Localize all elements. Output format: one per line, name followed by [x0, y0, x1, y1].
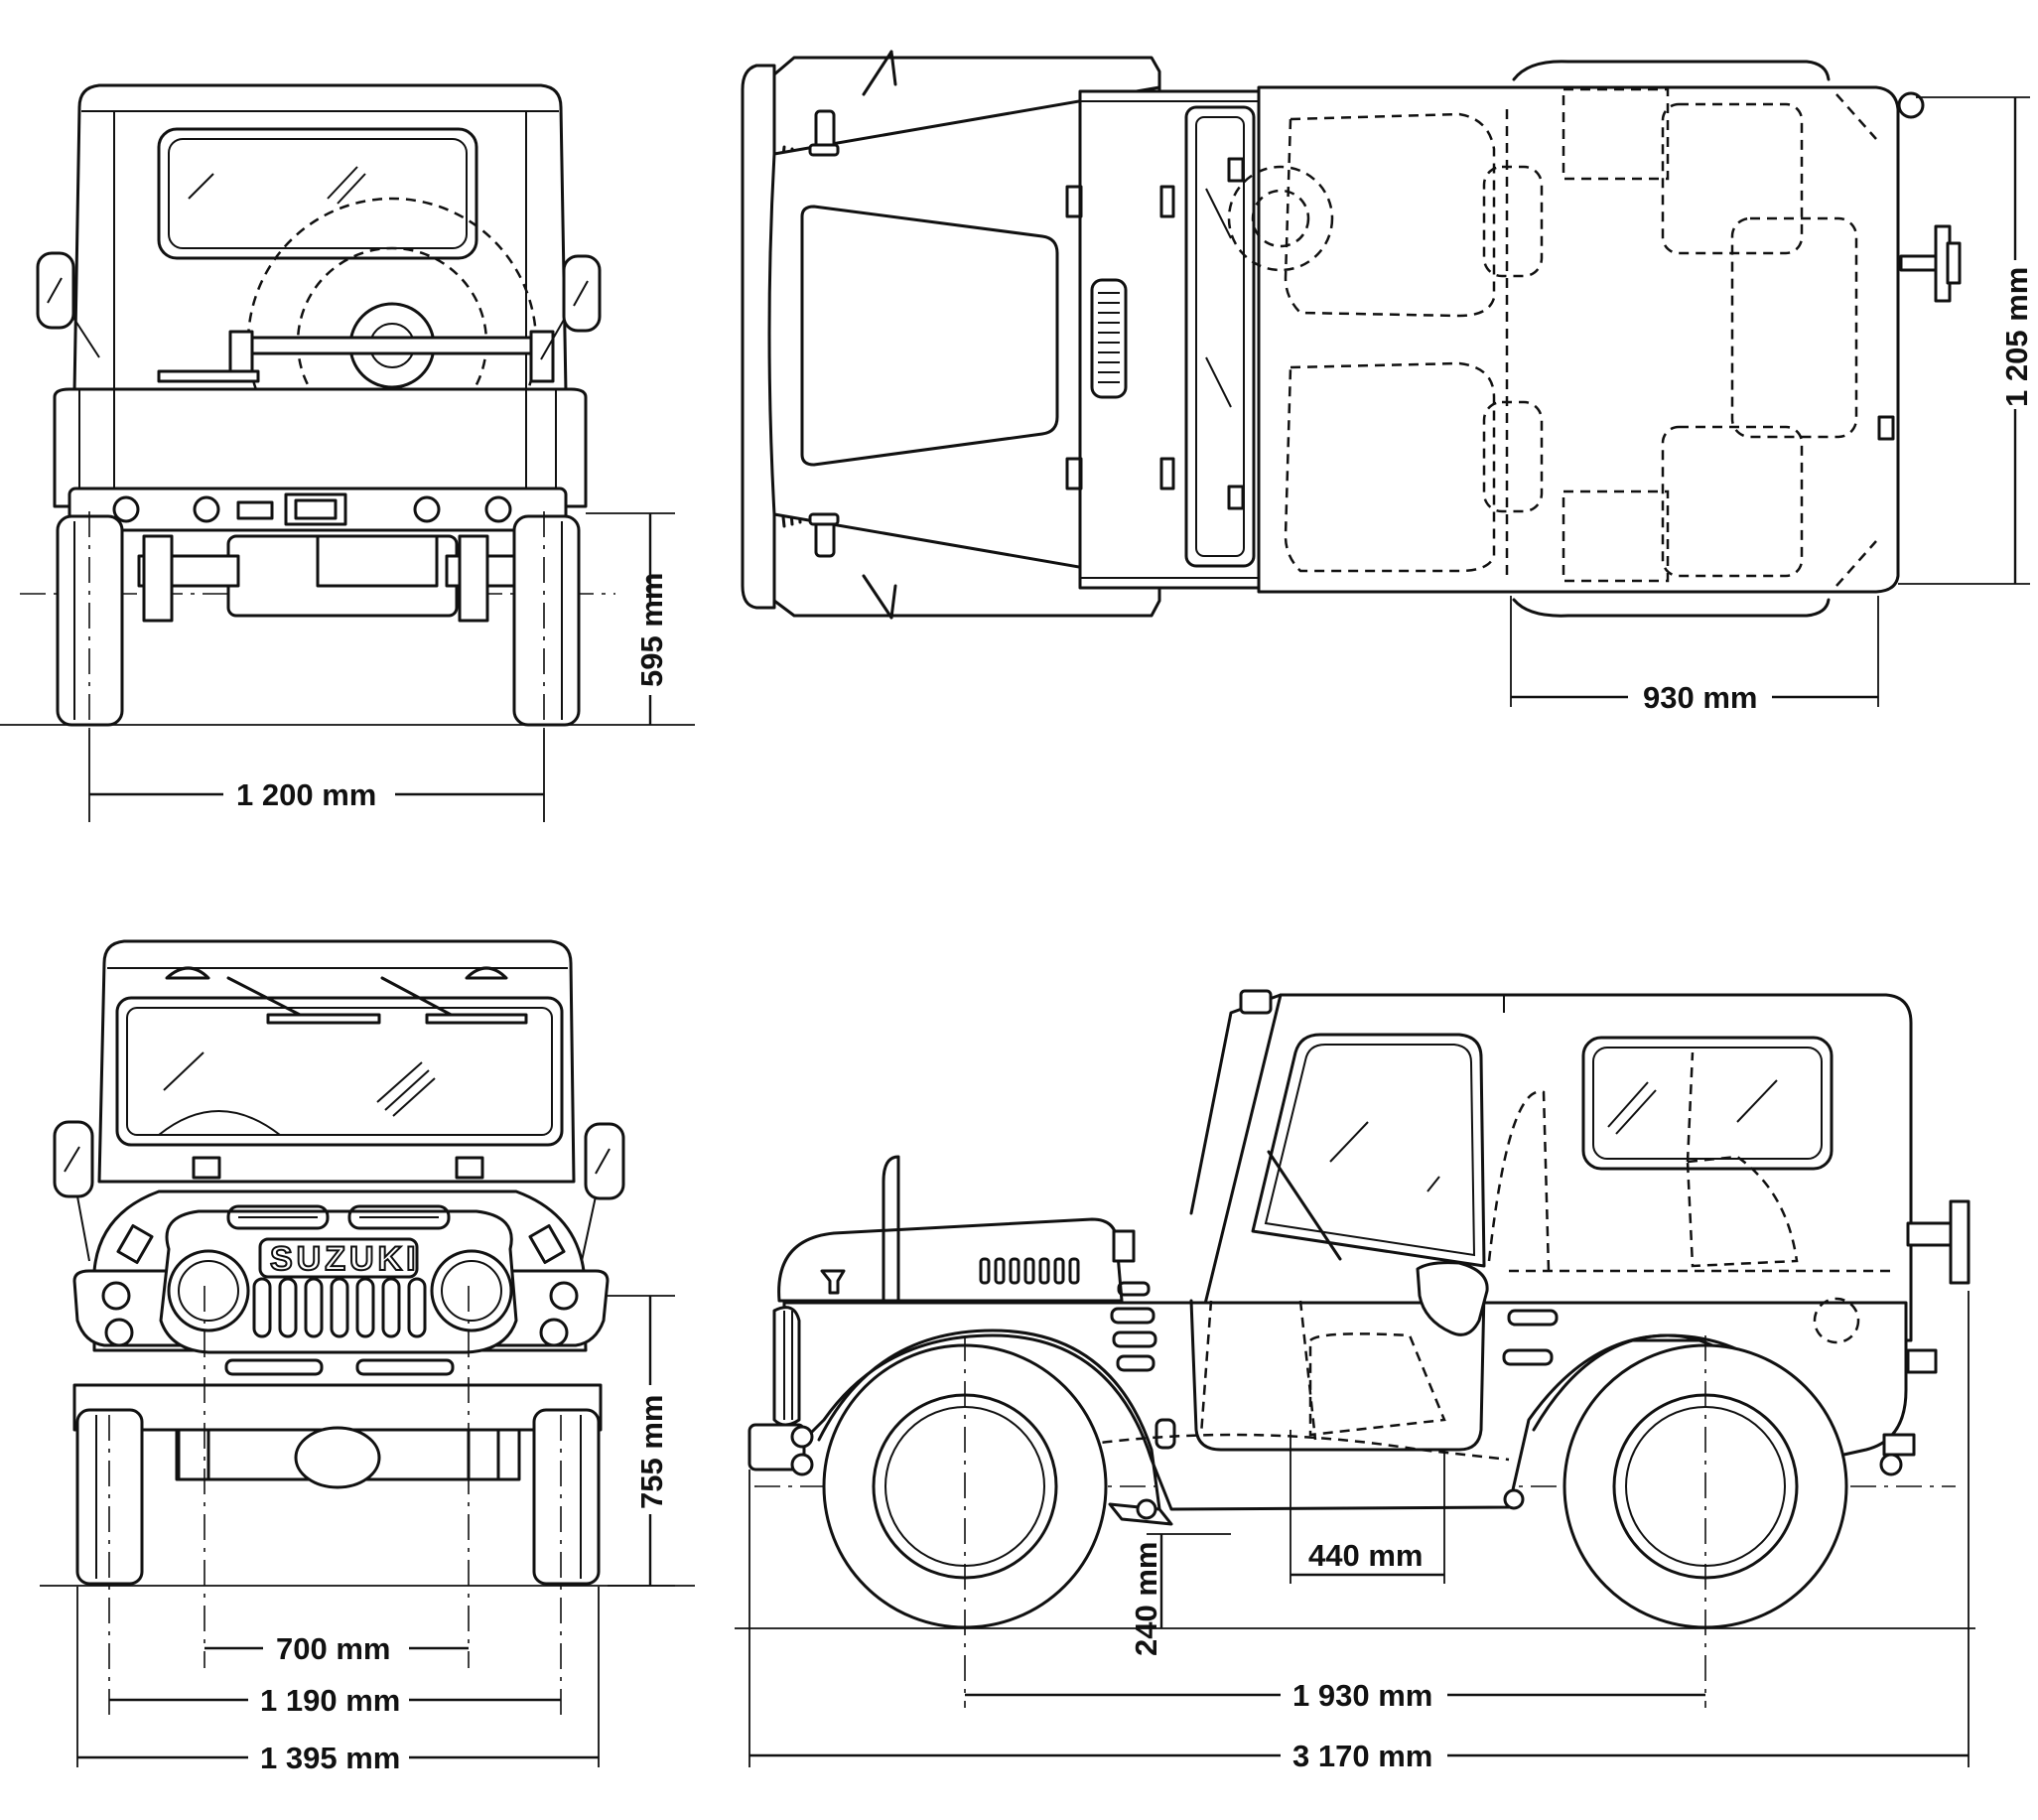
- suzuki-badge: SUZUKI: [270, 1240, 420, 1278]
- ground-clearance-label: 240 mm: [1129, 1542, 1163, 1656]
- door-opening-label: 440 mm: [1308, 1538, 1423, 1573]
- front-height-label: 755 mm: [634, 1395, 669, 1509]
- front-view: SUZUKI: [40, 939, 695, 1775]
- wheelbase-label: 1 930 mm: [1292, 1678, 1432, 1713]
- rear-axle-height-label: 595 mm: [634, 573, 669, 687]
- top-view: 1 205 mm 930 mm: [741, 50, 2034, 715]
- front-track-label: 1 190 mm: [260, 1683, 400, 1718]
- rear-view: 595 mm 1 200 mm: [0, 83, 695, 822]
- overall-length-label: 3 170 mm: [1292, 1739, 1432, 1773]
- top-rear-overhang-label: 930 mm: [1643, 680, 1757, 715]
- front-inner-spacing-label: 700 mm: [276, 1631, 390, 1666]
- overall-width-label: 1 395 mm: [260, 1741, 400, 1775]
- overall-width-top-label: 1 205 mm: [1999, 267, 2034, 407]
- rear-track-label: 1 200 mm: [236, 777, 376, 812]
- side-view: 440 mm 240 mm 1 930 mm 3 170 mm: [735, 989, 1975, 1773]
